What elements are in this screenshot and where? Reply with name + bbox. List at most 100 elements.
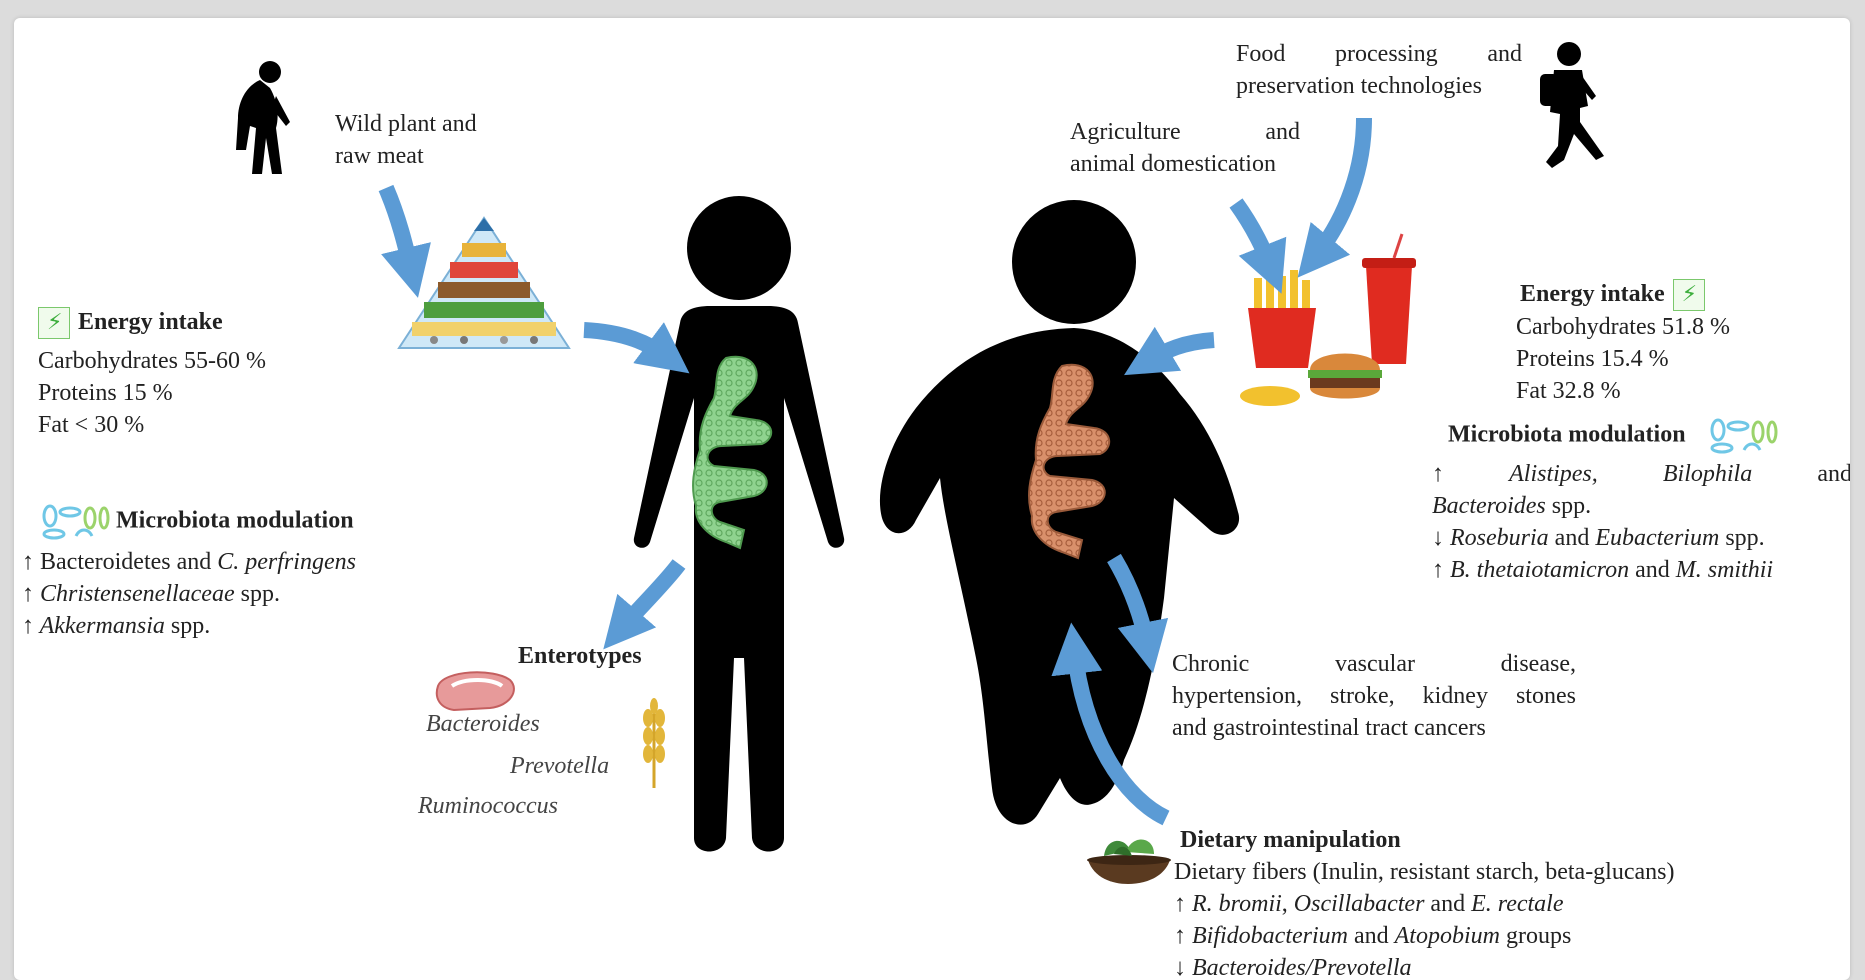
left-energy-line: Proteins 15 % [38, 380, 173, 407]
ancestor-silhouette-icon [236, 61, 290, 174]
left-microbiota: Microbiota modulation ↑ Bacteroidetes an… [22, 504, 356, 642]
left-microbiota-title: Microbiota modulation [116, 507, 354, 534]
food-processing-caption: Food processing and preservation technol… [1236, 38, 1522, 102]
up-arrow-glyph: ↑ [22, 581, 34, 607]
right-microbiota-title-row: Microbiota modulation [1432, 418, 1850, 454]
microbe-text: Bacteroidetes and [34, 549, 218, 575]
ancestor-caption-line-1: Wild plant and [335, 111, 477, 137]
disease-word: hypertension, [1172, 683, 1302, 709]
right-microbiota-line-4: ↑ B. thetaiotamicron and M. smithii [1432, 554, 1850, 586]
disease-outcomes: Chronic vascular disease, hypertension, … [1172, 648, 1576, 744]
obese-human-silhouette-icon [879, 200, 1240, 825]
up-arrow-glyph: ↑ [22, 549, 34, 575]
right-microbiota-line-2: Bacteroides spp. [1432, 490, 1850, 522]
arrow-agriculture-to-food [1229, 198, 1287, 294]
right-energy-intake: Energy intake⚡ Carbohydrates 51.8 % Prot… [1516, 278, 1730, 407]
disease-word: disease, [1500, 651, 1576, 677]
down-arrow-glyph: ↓ [1174, 955, 1186, 980]
up-arrow-glyph: ↑ [1174, 891, 1186, 917]
left-microbiota-line: ↑ Christensenellaceae spp. [22, 578, 356, 610]
food-caption-line-2: preservation technologies [1236, 73, 1482, 99]
agri-caption-line-1: Agriculture and [1070, 116, 1300, 148]
microbe-text: groups [1499, 923, 1572, 949]
disease-line-1: Chronic vascular disease, [1172, 648, 1576, 680]
arrow-dietary-to-obese [1051, 622, 1170, 826]
left-microbiota-list: ↑ Bacteroidetes and C. perfringens ↑ Chr… [22, 546, 356, 642]
microbe-text: M. smithii [1675, 557, 1774, 583]
healthy-gut-icon [692, 355, 772, 550]
dietary-title: Dietary manipulation [1180, 827, 1401, 853]
dietary-line: ↓ Bacteroides/Prevotella [1174, 952, 1674, 980]
energy-plug-icon: ⚡ [38, 307, 70, 340]
disease-word: Chronic [1172, 651, 1250, 677]
left-energy-title: Energy intake [78, 309, 223, 335]
microbe-text: B. thetaiotamicron [1444, 557, 1630, 583]
right-energy-line: Carbohydrates 51.8 % [1516, 314, 1730, 341]
unhealthy-gut-icon [1028, 363, 1110, 560]
disease-word: vascular [1335, 651, 1415, 677]
up-arrow-glyph: ↑ [1432, 557, 1444, 583]
enterotype-bacteroides: Bacteroides [426, 711, 540, 737]
right-energy-list: Carbohydrates 51.8 % Proteins 15.4 % Fat… [1516, 311, 1730, 407]
microbe-text: Bacteroides [1432, 493, 1546, 519]
right-energy-line: Proteins 15.4 % [1516, 346, 1669, 373]
enterotypes-title: Enterotypes [518, 643, 642, 669]
right-microbiota-title: Microbiota modulation [1448, 421, 1686, 448]
microbe-text: spp. [1719, 525, 1765, 551]
microbe-text: E. rectale [1471, 891, 1564, 917]
caption-word: processing [1335, 41, 1438, 67]
right-microbiota-line-1: ↑ Alistipes, Bilophila and [1432, 458, 1850, 490]
microbe-text: Bacteroides/Prevotella [1186, 955, 1412, 980]
microbe-text: and [1629, 557, 1676, 583]
caption-word: and [1487, 41, 1522, 67]
right-microbiota-line-3: ↓ Roseburia and Eubacterium spp. [1432, 522, 1850, 554]
dietary-line: ↑ Bifidobacterium and Atopobium groups [1174, 920, 1674, 952]
lean-human-silhouette-icon [633, 196, 845, 852]
right-energy-title: Energy intake [1520, 281, 1665, 307]
microbe-text: R. bromii [1186, 891, 1282, 917]
wheat-icon [643, 698, 665, 788]
left-energy-title-row: ⚡ Energy intake [38, 306, 266, 340]
disease-line-3: and gastrointestinal tract cancers [1172, 715, 1486, 741]
caption-word: and [1265, 119, 1300, 145]
microbe-text: Oscillabacter [1293, 891, 1425, 917]
arrow-diet-to-pyramid [378, 184, 431, 298]
microbe-text: Bifidobacterium [1186, 923, 1348, 949]
microbe-text: Akkermansia [34, 613, 165, 639]
food-pyramid-icon [397, 216, 571, 349]
microbe-text: Roseburia [1444, 525, 1549, 551]
dietary-manipulation: Dietary manipulation Dietary fibers (Inu… [1174, 824, 1674, 980]
disease-word: stones [1515, 683, 1576, 709]
agri-caption-line-2: animal domestication [1070, 151, 1276, 177]
up-arrow-glyph: ↑ [1174, 923, 1186, 949]
left-energy-line: Carbohydrates 55-60 % [38, 348, 266, 375]
dietary-line: ↑ R. bromii, Oscillabacter and E. rectal… [1174, 888, 1674, 920]
dietary-line-fibers: Dietary fibers (Inulin, resistant starch… [1174, 859, 1675, 885]
enterotype-prevotella: Prevotella [510, 753, 610, 779]
microbe-text: and [1817, 461, 1850, 487]
left-microbiota-line: ↑ Bacteroidetes and C. perfringens [22, 546, 356, 578]
microbe-text: spp. [234, 581, 280, 607]
meat-icon [435, 671, 515, 712]
right-microbiota: Microbiota modulation ↑ Alistipes, Bilop… [1432, 418, 1850, 586]
microbe-text: Alistipes, [1509, 461, 1598, 487]
microbe-text: spp. [1545, 493, 1592, 519]
caption-word: Food [1236, 41, 1286, 67]
diagram-graphics [236, 42, 1604, 884]
arrow-processing-to-food [1297, 117, 1372, 278]
left-microbiota-line: ↑ Akkermansia spp. [22, 610, 356, 642]
disease-line-2: hypertension, stroke, kidney stones [1172, 680, 1576, 712]
microbe-text: Bilophila [1662, 461, 1753, 487]
left-energy-line: Fat < 30 % [38, 412, 145, 439]
microbe-text: , [1281, 891, 1294, 917]
microbe-text: C. perfringens [217, 549, 356, 575]
microbe-text: and [1424, 891, 1472, 917]
disease-word: kidney [1422, 683, 1488, 709]
bacteria-icon [1710, 418, 1778, 454]
arrow-pyramid-to-lean [583, 322, 690, 374]
microbe-text: and [1347, 923, 1395, 949]
flow-arrows [378, 117, 1372, 826]
microbe-text: Atopobium [1394, 923, 1500, 949]
microbe-text: and [1548, 525, 1596, 551]
disease-word: stroke, [1329, 683, 1395, 709]
